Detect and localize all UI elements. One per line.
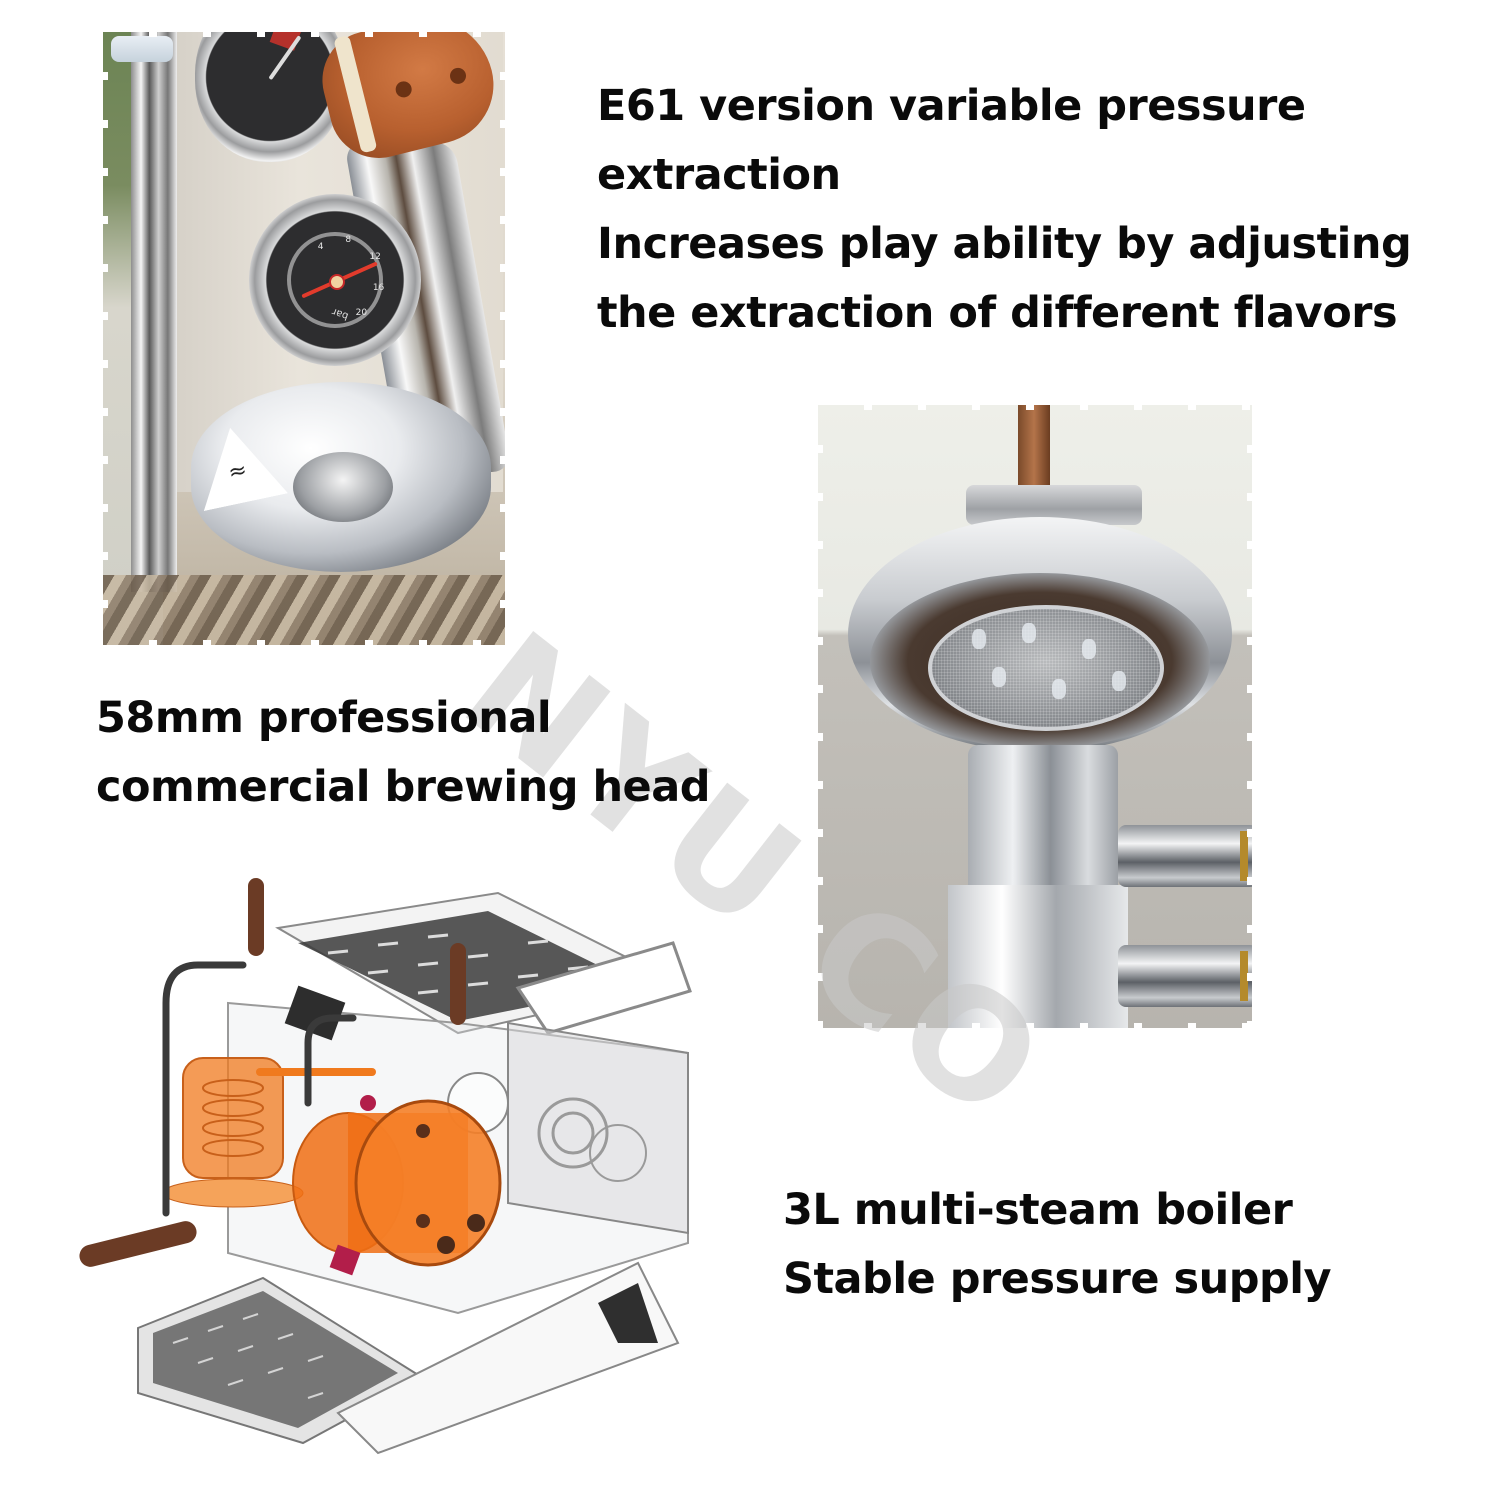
feature-caption-brewing-head: 58mm professional commercial brewing hea… (96, 684, 711, 822)
steam-wand (162, 961, 357, 1217)
cup-tray (275, 891, 692, 1035)
drip-tray (137, 1261, 680, 1455)
pressure-gauge-icon: 4 8 12 16 20 bar (249, 194, 421, 366)
valve-fitting (1118, 945, 1252, 1007)
caption-line: commercial brewing head (96, 762, 711, 812)
gauge-tick: 4 (317, 242, 324, 253)
water-drop (1052, 679, 1066, 699)
gauge-hub (329, 274, 345, 290)
water-drop (972, 629, 986, 649)
caption-line: the extraction of different flavors (597, 288, 1398, 338)
feature-caption-boiler: 3L multi-steam boiler Stable pressure su… (783, 1176, 1332, 1314)
gauge-ring (286, 231, 384, 329)
brew-group-orange (162, 1057, 376, 1208)
gauge-tick: 16 (372, 283, 385, 294)
handle-screw (393, 79, 414, 100)
shower-screen-icon (928, 605, 1164, 731)
handle-screw (448, 66, 468, 86)
caption-line: Stable pressure supply (783, 1254, 1332, 1304)
wooden-handles (79, 878, 466, 1267)
caption-line: extraction (597, 150, 841, 200)
caption-line: Increases play ability by adjusting (597, 219, 1412, 269)
handle-band (333, 35, 378, 154)
water-drop (1022, 623, 1036, 643)
feature-caption-e61: E61 version variable pressure extraction… (597, 72, 1412, 348)
gauge-tick: 8 (345, 235, 352, 246)
group-body (948, 885, 1128, 1028)
heat-waves-icon: ≈ (225, 457, 250, 486)
gauges-photo: 4 8 12 16 20 bar ≈ (103, 32, 505, 645)
gauge-tick: 12 (369, 252, 381, 263)
shower-screen-photo (818, 405, 1252, 1028)
caption-line: 58mm professional (96, 693, 552, 743)
group-neck (968, 745, 1118, 895)
chrome-pipe (131, 32, 177, 592)
pipe-cap (111, 36, 173, 62)
caption-line: E61 version variable pressure (597, 81, 1306, 131)
portafilter-basket (293, 452, 393, 522)
boiler-gauge-icon (195, 32, 345, 162)
gauge-tick: 20 (355, 307, 368, 318)
cutaway-diagram (79, 878, 692, 1455)
floor-texture (103, 575, 505, 645)
water-drop (1112, 671, 1126, 691)
water-drop (1082, 639, 1096, 659)
lever-stem (1018, 405, 1050, 495)
boiler-icon (292, 1095, 502, 1276)
caption-line: 3L multi-steam boiler (783, 1185, 1293, 1235)
water-drop (992, 667, 1006, 687)
valve-fitting (1118, 825, 1252, 887)
